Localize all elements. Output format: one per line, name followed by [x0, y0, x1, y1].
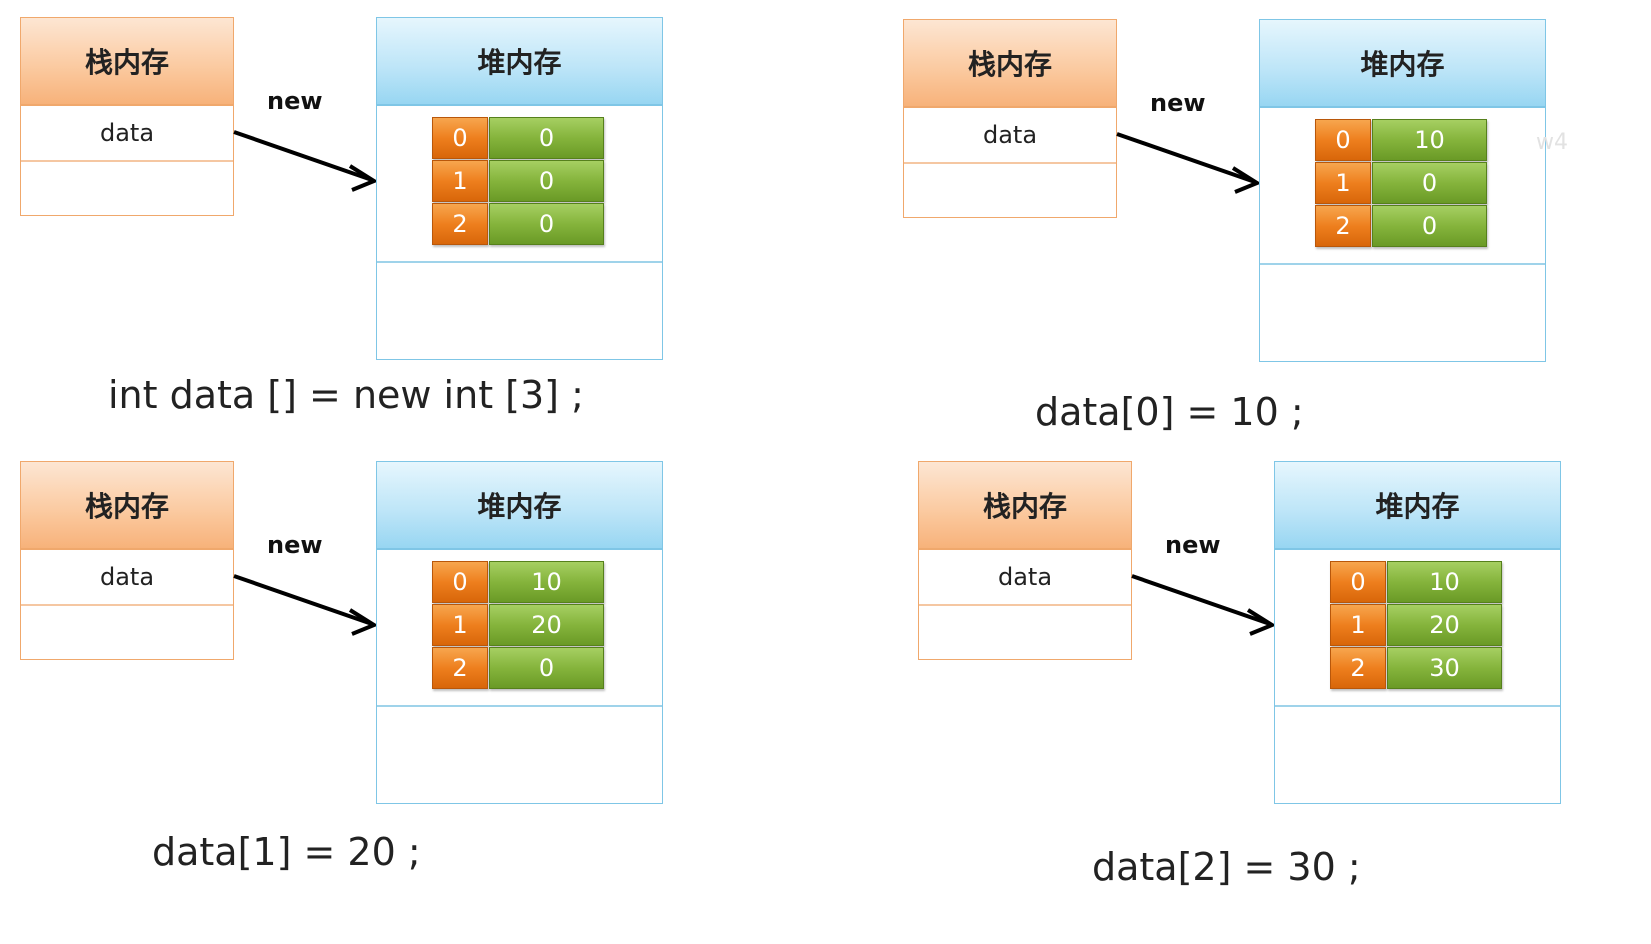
code-caption-step-1: int data [] = new int [3] ;	[108, 373, 584, 417]
array-row: 0 10	[1315, 119, 1487, 161]
array-index-cell: 2	[432, 203, 488, 245]
heap-memory-box: 堆内存 0 10 1 20 2 0	[376, 461, 663, 804]
array-value-cell: 20	[1387, 604, 1502, 646]
int-array: 0 0 1 0 2 0	[432, 117, 604, 246]
array-index-cell: 1	[1330, 604, 1386, 646]
reference-arrow-icon	[233, 130, 379, 192]
array-value-cell: 30	[1387, 647, 1502, 689]
heap-divider	[377, 705, 662, 707]
stack-memory-box: 栈内存 data	[903, 19, 1117, 218]
heap-memory-title: 堆内存	[1260, 20, 1545, 108]
heap-divider	[1275, 705, 1560, 707]
heap-memory-title: 堆内存	[377, 18, 662, 106]
array-index-cell: 2	[432, 647, 488, 689]
heap-memory-box: 堆内存 0 10 1 20 2 30	[1274, 461, 1561, 804]
array-row: 2 30	[1330, 647, 1502, 689]
reference-arrow-icon	[1131, 574, 1277, 636]
array-value-cell: 10	[489, 561, 604, 603]
array-value-cell: 0	[489, 203, 604, 245]
stack-variable-data: data	[21, 106, 233, 162]
array-row: 0 10	[1330, 561, 1502, 603]
heap-memory-box: 堆内存 0 10 1 0 2 0	[1259, 19, 1546, 362]
array-row: 1 0	[1315, 162, 1487, 204]
int-array: 0 10 1 0 2 0	[1315, 119, 1487, 248]
array-index-cell: 0	[1330, 561, 1386, 603]
array-value-cell: 0	[1372, 205, 1487, 247]
int-array: 0 10 1 20 2 0	[432, 561, 604, 690]
array-value-cell: 0	[1372, 162, 1487, 204]
array-index-cell: 0	[432, 561, 488, 603]
new-keyword-label: new	[1150, 89, 1206, 117]
array-row: 2 0	[432, 647, 604, 689]
array-row: 1 20	[1330, 604, 1502, 646]
array-index-cell: 1	[1315, 162, 1371, 204]
array-row: 2 0	[432, 203, 604, 245]
heap-memory-box: 堆内存 0 0 1 0 2 0	[376, 17, 663, 360]
code-caption-step-4: data[2] = 30 ;	[1092, 845, 1361, 889]
reference-arrow-icon	[233, 574, 379, 636]
stack-memory-title: 栈内存	[21, 462, 233, 550]
stack-memory-box: 栈内存 data	[918, 461, 1132, 660]
stack-memory-title: 栈内存	[904, 20, 1116, 108]
stack-variable-data: data	[21, 550, 233, 606]
array-index-cell: 1	[432, 604, 488, 646]
reference-arrow-icon	[1116, 132, 1262, 194]
array-row: 0 0	[432, 117, 604, 159]
array-value-cell: 20	[489, 604, 604, 646]
panel-step-3: 栈内存 data new 堆内存 0 10 1 20 2 0	[20, 461, 720, 901]
stack-variable-data: data	[919, 550, 1131, 606]
array-row: 2 0	[1315, 205, 1487, 247]
array-value-cell: 0	[489, 160, 604, 202]
array-index-cell: 2	[1315, 205, 1371, 247]
array-value-cell: 0	[489, 117, 604, 159]
stack-memory-box: 栈内存 data	[20, 461, 234, 660]
new-keyword-label: new	[267, 531, 323, 559]
stack-memory-box: 栈内存 data	[20, 17, 234, 216]
array-row: 1 20	[432, 604, 604, 646]
array-value-cell: 0	[489, 647, 604, 689]
code-caption-step-2: data[0] = 10 ;	[1035, 390, 1304, 434]
panel-step-1: 栈内存 data new 堆内存 0 0 1 0 2 0	[20, 17, 720, 457]
new-keyword-label: new	[267, 87, 323, 115]
array-value-cell: 10	[1387, 561, 1502, 603]
stack-memory-title: 栈内存	[21, 18, 233, 106]
heap-divider	[1260, 263, 1545, 265]
new-keyword-label: new	[1165, 531, 1221, 559]
panel-step-2: 栈内存 data new 堆内存 0 10 1 0 2 0	[903, 19, 1603, 459]
heap-divider	[377, 261, 662, 263]
array-row: 0 10	[432, 561, 604, 603]
array-row: 1 0	[432, 160, 604, 202]
heap-memory-title: 堆内存	[1275, 462, 1560, 550]
stack-variable-data: data	[904, 108, 1116, 164]
array-value-cell: 10	[1372, 119, 1487, 161]
code-caption-step-3: data[1] = 20 ;	[152, 830, 421, 874]
array-index-cell: 0	[432, 117, 488, 159]
stack-memory-title: 栈内存	[919, 462, 1131, 550]
array-index-cell: 0	[1315, 119, 1371, 161]
heap-memory-title: 堆内存	[377, 462, 662, 550]
array-index-cell: 2	[1330, 647, 1386, 689]
watermark-text: w4	[1536, 130, 1568, 155]
panel-step-4: 栈内存 data new 堆内存 0 10 1 20 2 30	[918, 461, 1618, 901]
int-array: 0 10 1 20 2 30	[1330, 561, 1502, 690]
array-index-cell: 1	[432, 160, 488, 202]
